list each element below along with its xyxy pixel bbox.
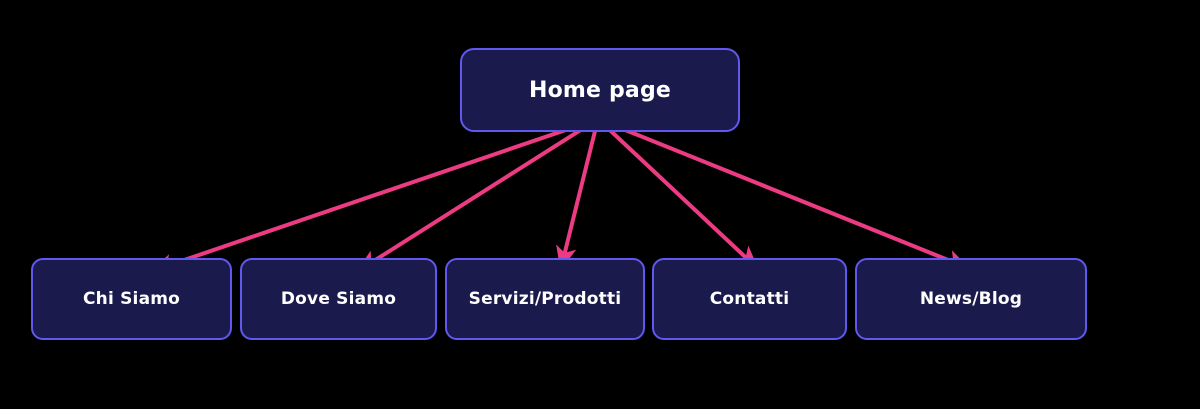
edge-home-contatti <box>596 117 759 270</box>
node-chi-siamo[interactable]: Chi Siamo <box>31 258 232 340</box>
node-label-chi-siamo: Chi Siamo <box>82 289 181 309</box>
node-home-page[interactable]: Home page <box>460 48 740 132</box>
edge-home-news-blog <box>597 117 971 270</box>
edge-home-chi-siamo <box>149 117 599 274</box>
node-label-contatti: Contatti <box>709 289 790 309</box>
node-contatti[interactable]: Contatti <box>652 258 847 340</box>
node-label-servizi-prodotti: Servizi/Prodotti <box>468 289 622 309</box>
edge-home-servizi-prodotti <box>556 118 600 271</box>
node-label-home-page: Home page <box>528 77 672 103</box>
node-servizi-prodotti[interactable]: Servizi/Prodotti <box>445 258 645 340</box>
edge-home-dove-siamo <box>355 117 600 273</box>
node-news-blog[interactable]: News/Blog <box>855 258 1087 340</box>
node-dove-siamo[interactable]: Dove Siamo <box>240 258 437 340</box>
node-label-dove-siamo: Dove Siamo <box>280 289 397 309</box>
node-label-news-blog: News/Blog <box>919 289 1023 309</box>
